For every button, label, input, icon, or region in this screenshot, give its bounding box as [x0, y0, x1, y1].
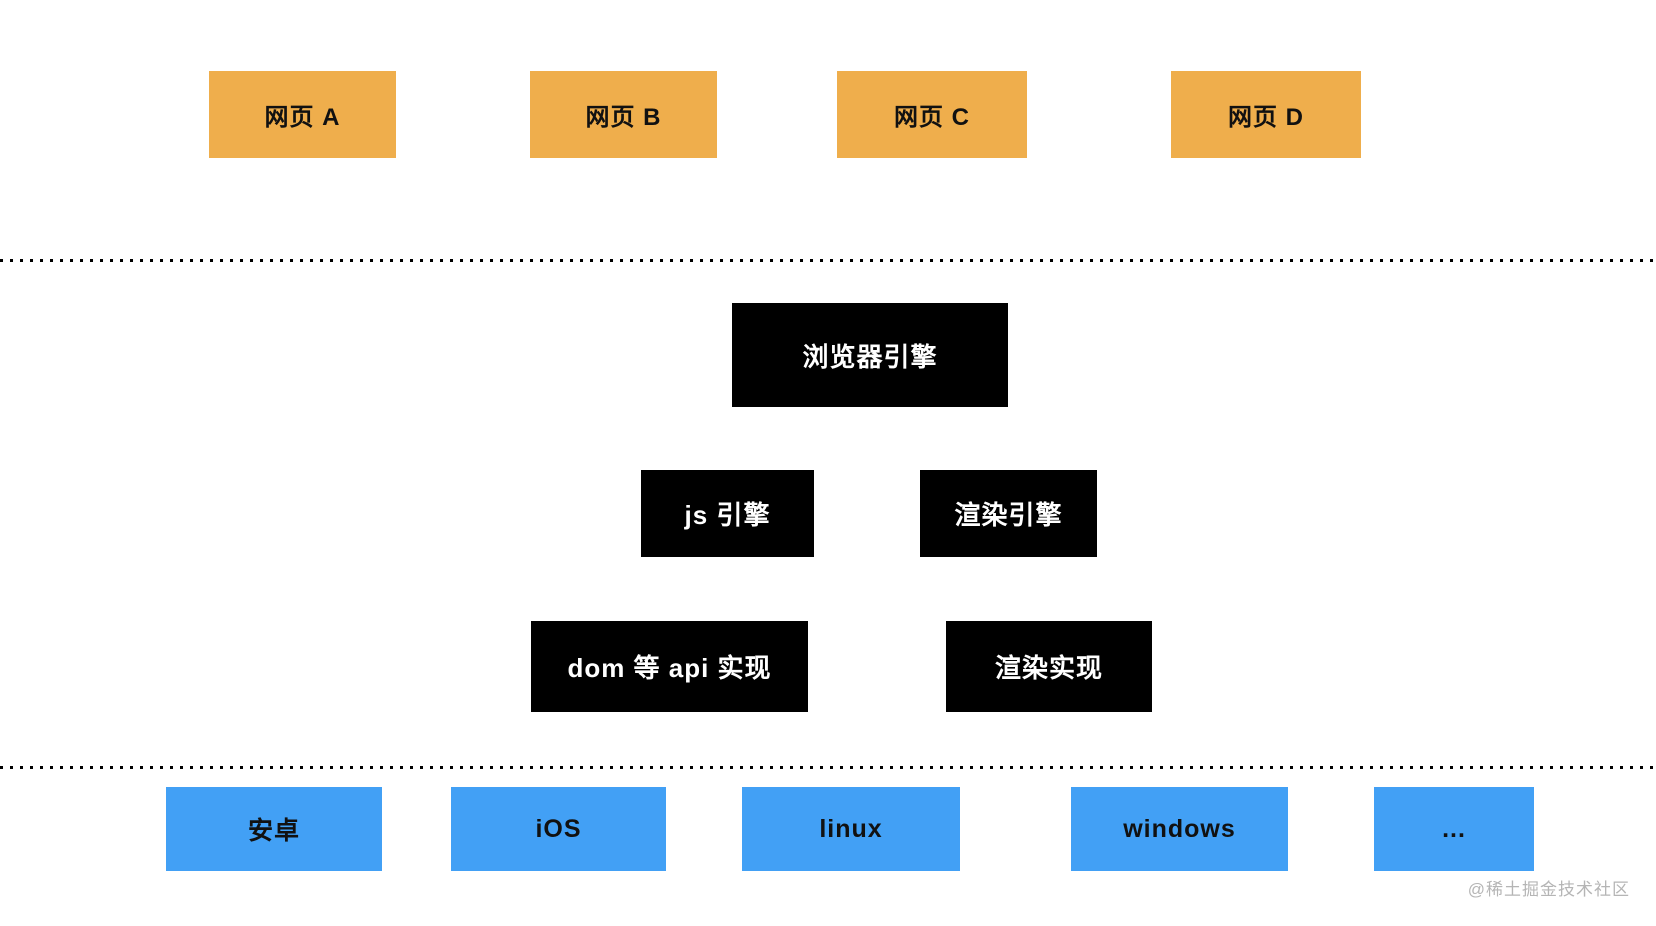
os-android-label: 安卓: [247, 817, 300, 845]
webpage-b-box: 网页 B: [530, 71, 717, 158]
render-engine-box: 渲染引擎: [920, 470, 1097, 557]
browser-engine-label: 浏览器引擎: [802, 341, 938, 372]
webpage-a-label: 网页 A: [264, 104, 341, 131]
os-linux-box: linux: [742, 787, 960, 871]
js-engine-box: js 引擎: [641, 470, 814, 557]
os-ios-label: iOS: [535, 814, 582, 843]
browser-engine-box: 浏览器引擎: [732, 303, 1008, 407]
webpage-c-box: 网页 C: [837, 71, 1027, 158]
webpage-b-label: 网页 B: [585, 104, 662, 131]
os-ios-box: iOS: [451, 787, 666, 871]
webpage-c-label: 网页 C: [894, 104, 970, 131]
os-linux-label: linux: [819, 814, 883, 843]
render-engine-label: 渲染引擎: [954, 500, 1063, 530]
dotted-divider-top: [0, 259, 1656, 262]
os-more-box: ...: [1374, 787, 1534, 871]
webpage-d-box: 网页 D: [1171, 71, 1361, 158]
webpage-d-label: 网页 D: [1228, 104, 1304, 131]
render-impl-label: 渲染实现: [994, 653, 1103, 683]
dotted-divider-bottom: [0, 766, 1656, 769]
dom-api-impl-label: dom 等 api 实现: [567, 653, 772, 683]
js-engine-label: js 引擎: [684, 500, 771, 530]
watermark-text: @稀土掘金技术社区: [1467, 880, 1630, 899]
dom-api-impl-box: dom 等 api 实现: [531, 621, 808, 712]
render-impl-box: 渲染实现: [946, 621, 1152, 712]
os-android-box: 安卓: [166, 787, 382, 871]
os-windows-label: windows: [1123, 814, 1236, 843]
webpage-a-box: 网页 A: [209, 71, 396, 158]
os-windows-box: windows: [1071, 787, 1288, 871]
os-more-label: ...: [1442, 814, 1466, 843]
